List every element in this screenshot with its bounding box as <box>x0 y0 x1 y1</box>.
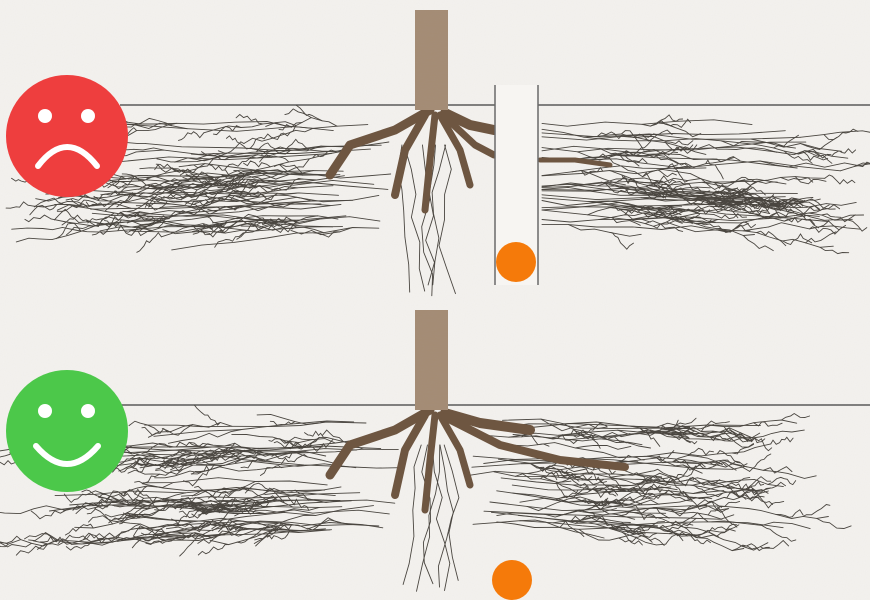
trunk-bark-texture <box>415 310 448 410</box>
happy-face-icon <box>6 370 128 492</box>
trunk-bark-texture <box>415 10 448 110</box>
orange-marker <box>496 242 536 282</box>
orange-marker <box>492 560 532 600</box>
sad-face-icon <box>6 75 128 197</box>
